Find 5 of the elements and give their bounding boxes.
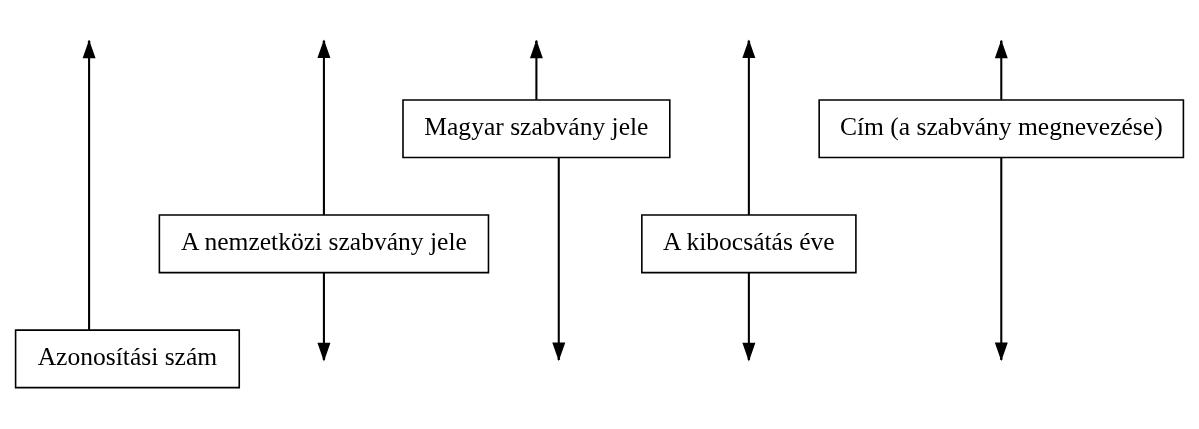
node-box: Cím (a szabvány megnevezése) <box>818 99 1185 159</box>
node-box: Azonosítási szám <box>14 329 241 389</box>
node-box: A nemzetközi szabvány jele <box>158 214 490 274</box>
node-box: A kibocsátás éve <box>641 214 857 274</box>
node-box: Magyar szabvány jele <box>402 99 671 159</box>
